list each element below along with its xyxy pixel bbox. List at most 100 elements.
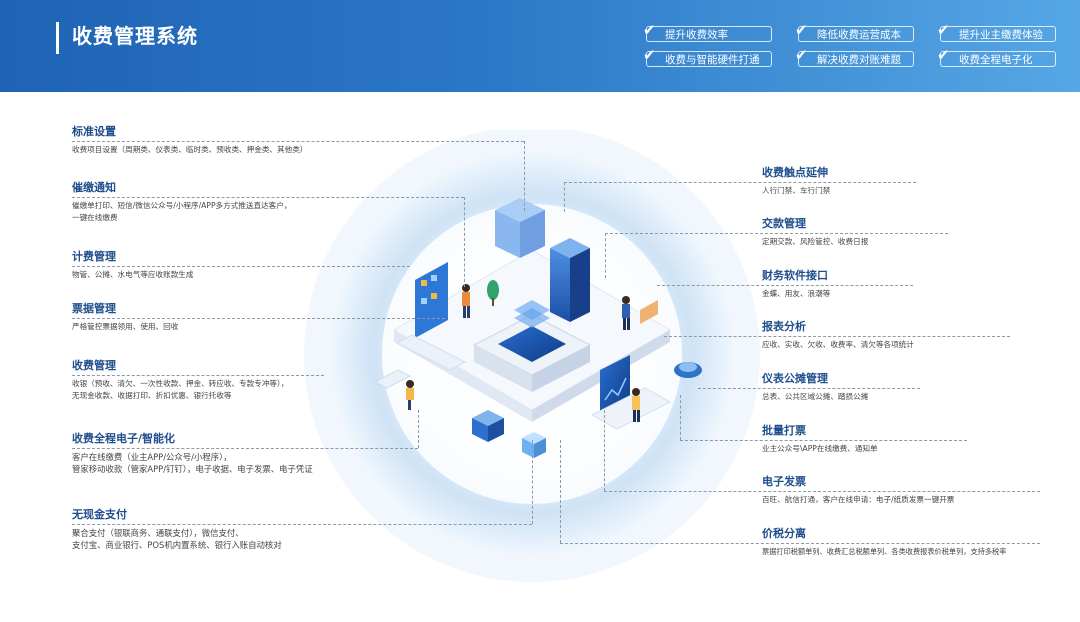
person-icon <box>462 284 470 318</box>
tree-icon <box>487 280 499 306</box>
page-title: 收费管理系统 <box>72 24 198 48</box>
feature-desc: 催缴单打印、短信/微信公众号/小程序/APP多方式推送直达客户， <box>72 201 292 210</box>
feature-desc: 总表、公共区域公摊、踏损公摊 <box>762 392 869 401</box>
feature-desc: 一键在线缴费 <box>72 213 118 222</box>
feature-title: 仪表公摊管理 <box>762 372 828 385</box>
connector-line <box>604 410 605 491</box>
platform-illustration <box>304 130 760 582</box>
feature-desc: 无现金收款、收据打印、折扣优惠、银行托收等 <box>72 391 232 400</box>
connector-line <box>418 410 419 448</box>
connector-line <box>72 448 418 449</box>
feature-desc: 聚合支付（银联商务、通联支付），微信支付、 <box>72 528 244 538</box>
connector-line <box>72 318 445 319</box>
connector-line <box>664 336 1010 337</box>
badge-experience: ✔提升业主缴费体验 <box>937 22 1056 42</box>
feature-desc: 支付宝、商业银行、POS机内置系统、银行入账自动核对 <box>72 540 282 550</box>
connector-line <box>564 182 916 183</box>
check-icon: ✔ <box>937 46 950 64</box>
feature-cashless-payment: 无现金支付 聚合支付（银联商务、通联支付），微信支付、 支付宝、商业银行、POS… <box>72 508 282 551</box>
feature-desc: 定期交款、风险管控、收费日报 <box>762 237 869 246</box>
tower-block-icon <box>495 198 545 258</box>
feature-electronic-intelligent: 收费全程电子/智能化 客户在线缴费（业主APP/公众号/小程序）， 管家移动收款… <box>72 432 313 475</box>
feature-desc: 金蝶、用友、浪潮等 <box>762 289 831 298</box>
connector-line <box>605 233 606 278</box>
feature-title: 批量打票 <box>762 424 806 437</box>
connector-line <box>657 285 913 286</box>
connector-line <box>560 440 561 543</box>
feature-title: 收费全程电子/智能化 <box>72 432 176 445</box>
connector-line <box>464 197 465 287</box>
header-banner: 收费管理系统 ✔提升收费效率 ✔降低收费运营成本 ✔提升业主缴费体验 ✔收费与智… <box>0 0 1080 92</box>
person-icon <box>373 369 414 410</box>
feature-desc: 物管、公摊、水电气等应收账款生成 <box>72 270 194 279</box>
feature-title: 价税分离 <box>762 527 806 540</box>
office-building-icon <box>550 238 590 322</box>
title-accent-bar <box>56 22 59 54</box>
feature-desc: 客户在线缴费（业主APP/公众号/小程序）， <box>72 452 232 462</box>
connector-line <box>72 375 324 376</box>
data-cube-icon <box>472 410 504 442</box>
check-icon: ✔ <box>643 46 656 64</box>
connector-line <box>72 197 464 198</box>
badge-cost: ✔降低收费运营成本 <box>795 22 914 42</box>
feature-price-tax-separation: 价税分离 票据打印税额单列、收费汇总税额单列、各类收费报表价税单列，支持多税率 <box>762 527 1006 558</box>
person-icon <box>622 296 658 330</box>
server-platform-icon <box>472 300 592 392</box>
feature-title: 计费管理 <box>72 250 116 263</box>
feature-desc: 百旺、航信打通，客户在线申请：电子/纸质发票一键开票 <box>762 495 955 504</box>
feature-title: 无现金支付 <box>72 508 127 521</box>
feature-standard-settings: 标准设置 收费项目设置（周期类、仪表类、临时类、预收类、押金类、其他类） <box>72 125 307 156</box>
feature-finance-interface: 财务软件接口 金蝶、用友、浪潮等 <box>762 269 830 300</box>
feature-batch-printing: 批量打票 业主公众号\APP在线缴费、通知单 <box>762 424 878 455</box>
feature-title: 标准设置 <box>72 125 116 138</box>
feature-desc: 收银（预收、清欠、一次性收款、押金、转应收、专款专冲等）， <box>72 379 289 388</box>
feature-charge-management: 收费管理 收银（预收、清欠、一次性收款、押金、转应收、专款专冲等）， 无现金收款… <box>72 359 288 402</box>
feature-desc: 业主公众号\APP在线缴费、通知单 <box>762 444 878 453</box>
feature-title: 电子发票 <box>762 475 806 488</box>
feature-desc: 人行门禁、车行门禁 <box>762 186 831 195</box>
dashboard-icon <box>395 262 467 371</box>
feature-touchpoint-extension: 收费触点延伸 人行门禁、车行门禁 <box>762 166 830 197</box>
badge-electronic: ✔收费全程电子化 <box>937 47 1056 67</box>
feature-title: 收费触点延伸 <box>762 166 828 179</box>
feature-desc: 严格管控票据领用、使用、回收 <box>72 322 179 331</box>
connector-line <box>604 491 1040 492</box>
feature-title: 催缴通知 <box>72 181 116 194</box>
cloud-icon <box>674 362 702 378</box>
connector-line <box>532 440 533 524</box>
connector-line <box>605 233 948 234</box>
feature-title: 收费管理 <box>72 359 116 372</box>
feature-title: 财务软件接口 <box>762 269 828 282</box>
connector-line <box>72 141 524 142</box>
feature-title: 报表分析 <box>762 320 806 333</box>
feature-desc: 管家移动收款（管家APP/钉钉），电子收据、电子发票、电子凭证 <box>72 464 313 474</box>
feature-title: 交款管理 <box>762 217 806 230</box>
check-icon: ✔ <box>795 46 808 64</box>
connector-line <box>560 543 1040 544</box>
connector-line <box>698 388 920 389</box>
person-icon <box>632 388 640 422</box>
feature-report-analysis: 报表分析 应收、实收、欠收、收费率、清欠等各项统计 <box>762 320 914 351</box>
connector-line <box>564 182 565 212</box>
data-cube-icon <box>522 432 546 458</box>
check-icon: ✔ <box>795 21 808 39</box>
feature-desc: 收费项目设置（周期类、仪表类、临时类、预收类、押金类、其他类） <box>72 145 308 154</box>
check-icon: ✔ <box>643 21 656 39</box>
connector-line <box>72 524 532 525</box>
feature-billing-management: 计费管理 物管、公摊、水电气等应收账款生成 <box>72 250 194 281</box>
feature-payment-reminder: 催缴通知 催缴单打印、短信/微信公众号/小程序/APP多方式推送直达客户， 一键… <box>72 181 291 224</box>
feature-receipt-management: 票据管理 严格管控票据领用、使用、回收 <box>72 302 178 333</box>
feature-desc: 票据打印税额单列、收费汇总税额单列、各类收费报表价税单列，支持多税率 <box>762 547 1007 556</box>
check-icon: ✔ <box>937 21 950 39</box>
connector-line <box>72 266 410 267</box>
chart-screen-icon <box>590 355 672 430</box>
feature-deposit-management: 交款管理 定期交款、风险管控、收费日报 <box>762 217 868 248</box>
badge-hardware: ✔收费与智能硬件打通 <box>643 47 772 67</box>
connector-line <box>680 395 681 440</box>
feature-meter-allocation: 仪表公摊管理 总表、公共区域公摊、踏损公摊 <box>762 372 868 403</box>
feature-title: 票据管理 <box>72 302 116 315</box>
badge-efficiency: ✔提升收费效率 <box>643 22 772 42</box>
connector-line <box>680 440 967 441</box>
badge-reconcile: ✔解决收费对账难题 <box>795 47 914 67</box>
connector-line <box>524 141 525 211</box>
